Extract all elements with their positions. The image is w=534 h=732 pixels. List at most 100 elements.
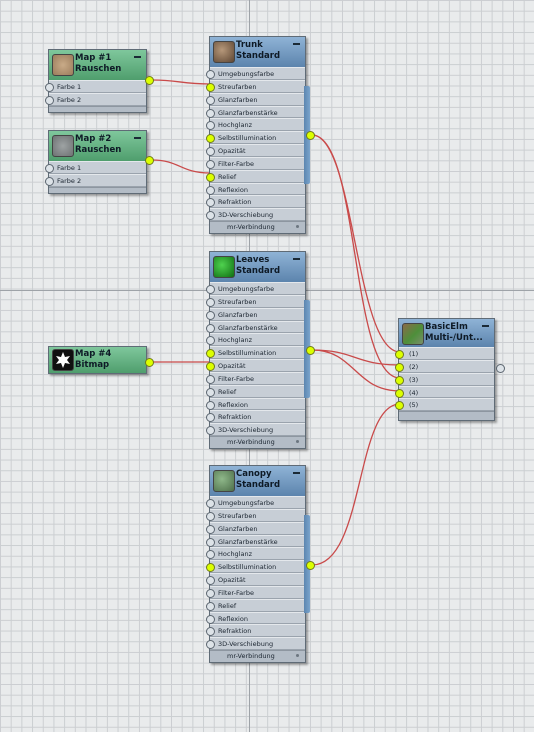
material-slot[interactable]: Refraktion <box>206 624 305 638</box>
input-port-icon[interactable] <box>206 588 215 598</box>
map2-slot-farbe1[interactable]: Farbe 1 <box>45 161 146 174</box>
map1-output-port[interactable] <box>145 76 154 85</box>
input-port-icon[interactable] <box>206 70 215 79</box>
material-slot[interactable]: Relief <box>206 169 305 183</box>
expand-dot-icon[interactable] <box>296 654 299 658</box>
material-slot[interactable]: Selbstillumination <box>206 560 305 574</box>
input-port-icon[interactable] <box>45 164 54 173</box>
material-slot[interactable]: Glanzfarben <box>206 521 305 535</box>
map2-output-port[interactable] <box>145 156 154 165</box>
expand-dot-icon[interactable] <box>296 440 299 444</box>
material-slot[interactable]: Opazität <box>206 573 305 586</box>
material-slot[interactable]: Streufarben <box>206 294 305 308</box>
leaves-output-port[interactable] <box>306 346 315 355</box>
mr-connection-footer[interactable]: mr-Verbindung <box>210 650 305 663</box>
material-slot[interactable]: Reflexion <box>206 182 305 196</box>
input-port-icon[interactable] <box>206 362 215 372</box>
material-slot[interactable]: Opazität <box>206 144 305 157</box>
input-port-icon[interactable] <box>206 387 215 397</box>
multi-slot[interactable]: (4) <box>395 385 494 399</box>
multi-output-port[interactable] <box>496 364 505 373</box>
input-port-icon[interactable] <box>206 336 215 346</box>
minimize-icon[interactable] <box>293 472 300 474</box>
input-port-icon[interactable] <box>206 285 215 294</box>
multi-slot[interactable]: (1) <box>395 347 494 360</box>
material-slot[interactable]: 3D-Verschiebung <box>206 208 305 222</box>
multi-slot[interactable]: (2) <box>395 359 494 373</box>
input-port-icon[interactable] <box>206 550 215 560</box>
input-port-icon[interactable] <box>206 511 215 521</box>
input-port-icon[interactable] <box>206 400 215 410</box>
input-port-icon[interactable] <box>206 426 215 436</box>
material-slot[interactable]: Filter-Farbe <box>206 156 305 170</box>
input-port-icon[interactable] <box>206 627 215 637</box>
input-port-icon[interactable] <box>206 147 215 157</box>
input-port-icon[interactable] <box>206 297 215 307</box>
material-slot[interactable]: Glanzfarbenstärke <box>206 534 305 548</box>
material-slot[interactable]: Relief <box>206 384 305 398</box>
material-slot[interactable]: Relief <box>206 598 305 612</box>
minimize-icon[interactable] <box>134 56 141 58</box>
input-port-icon[interactable] <box>206 601 215 611</box>
map1-slot-farbe1[interactable]: Farbe 1 <box>45 80 146 93</box>
expand-dot-icon[interactable] <box>296 225 299 229</box>
input-port-icon[interactable] <box>206 374 215 384</box>
multi-slot[interactable]: (3) <box>395 372 494 386</box>
material-slot[interactable]: Hochglanz <box>206 547 305 561</box>
material-slot[interactable]: Refraktion <box>206 410 305 424</box>
material-slot[interactable]: Filter-Farbe <box>206 371 305 385</box>
input-port-icon[interactable] <box>206 349 215 359</box>
input-port-icon[interactable] <box>206 172 215 182</box>
input-port-icon[interactable] <box>395 362 404 372</box>
material-slot[interactable]: Selbstillumination <box>206 346 305 360</box>
input-port-icon[interactable] <box>395 375 404 385</box>
input-port-icon[interactable] <box>45 83 54 92</box>
material-slot[interactable]: Refraktion <box>206 195 305 209</box>
material-slot[interactable]: Selbstillumination <box>206 131 305 145</box>
material-slot[interactable]: Filter-Farbe <box>206 585 305 599</box>
material-slot[interactable]: Streufarben <box>206 508 305 522</box>
material-slot[interactable]: Glanzfarben <box>206 307 305 321</box>
input-port-icon[interactable] <box>206 159 215 169</box>
minimize-icon[interactable] <box>134 137 141 139</box>
input-port-icon[interactable] <box>206 121 215 131</box>
input-port-icon[interactable] <box>206 108 215 118</box>
material-slot[interactable]: 3D-Verschiebung <box>206 423 305 437</box>
map2-slot-farbe2[interactable]: Farbe 2 <box>45 173 146 187</box>
input-port-icon[interactable] <box>206 576 215 586</box>
input-port-icon[interactable] <box>45 176 54 186</box>
input-port-icon[interactable] <box>206 134 215 144</box>
material-slot[interactable]: Reflexion <box>206 611 305 625</box>
input-port-icon[interactable] <box>206 310 215 320</box>
canopy-output-port[interactable] <box>306 561 315 570</box>
input-port-icon[interactable] <box>206 524 215 534</box>
material-slot[interactable]: Umgebungsfarbe <box>206 282 305 295</box>
material-slot[interactable]: Umgebungsfarbe <box>206 67 305 80</box>
material-slot[interactable]: Glanzfarbenstärke <box>206 320 305 334</box>
input-port-icon[interactable] <box>206 323 215 333</box>
material-slot[interactable]: 3D-Verschiebung <box>206 637 305 651</box>
map1-slot-farbe2[interactable]: Farbe 2 <box>45 92 146 106</box>
trunk-output-port[interactable] <box>306 131 315 140</box>
minimize-icon[interactable] <box>482 325 489 327</box>
material-slot[interactable]: Hochglanz <box>206 333 305 347</box>
input-port-icon[interactable] <box>206 563 215 573</box>
minimize-icon[interactable] <box>293 43 300 45</box>
mr-connection-footer[interactable]: mr-Verbindung <box>210 221 305 234</box>
material-slot[interactable]: Streufarben <box>206 79 305 93</box>
mr-connection-footer[interactable]: mr-Verbindung <box>210 436 305 449</box>
material-slot[interactable]: Glanzfarbenstärke <box>206 105 305 119</box>
